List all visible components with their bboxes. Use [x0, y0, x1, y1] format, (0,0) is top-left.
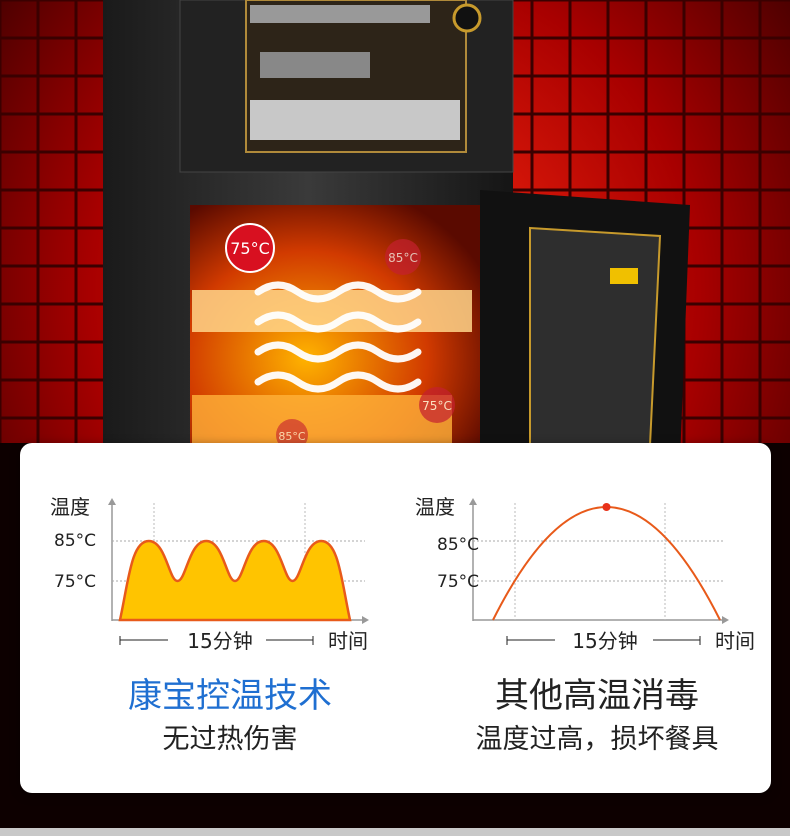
svg-text:85°C: 85°C	[388, 251, 418, 265]
left-tick-75: 75°C	[54, 572, 96, 592]
left-y-axis-label: 温度	[50, 495, 90, 519]
left-x-axis-arrow	[362, 616, 369, 624]
right-x-axis-label: 时间	[715, 629, 755, 653]
left-tick-85: 85°C	[54, 531, 96, 551]
right-temperature-curve	[492, 506, 721, 621]
right-x-axis-arrow	[722, 616, 729, 624]
temp-badge-1: 75°C	[225, 223, 275, 273]
left-x-axis-label: 时间	[328, 629, 368, 653]
right-subtitle: 温度过高，损坏餐具	[475, 724, 719, 755]
door-label	[610, 268, 638, 284]
comparison-card: 温度 85°C 75°C 15分钟 时间 温度 85°C 75°C	[20, 443, 771, 793]
temp-badge-3: 75°C	[419, 387, 455, 423]
svg-text:85°C: 85°C	[278, 430, 305, 443]
door-window	[529, 226, 662, 446]
right-title: 其他高温消毒	[495, 676, 699, 716]
heat-waves	[254, 281, 422, 393]
right-tick-75: 75°C	[437, 572, 479, 592]
right-y-axis-arrow	[469, 498, 477, 505]
left-x-span-label: 15分钟	[187, 629, 252, 653]
right-tick-85: 85°C	[437, 535, 479, 555]
right-chart: 温度 85°C 75°C 15分钟 时间	[415, 495, 755, 653]
svg-text:75°C: 75°C	[422, 399, 452, 413]
right-x-span-label: 15分钟	[572, 629, 637, 653]
left-title: 康宝控温技术	[128, 676, 332, 716]
temp-badge-2: 85°C	[385, 239, 421, 275]
control-knob	[452, 3, 482, 33]
left-temperature-area	[118, 539, 352, 622]
left-subtitle: 无过热伤害	[162, 724, 298, 755]
upper-dishes	[250, 5, 460, 140]
svg-text:75°C: 75°C	[230, 239, 270, 258]
left-chart: 温度 85°C 75°C 15分钟 时间	[50, 495, 369, 653]
right-y-axis-label: 温度	[415, 495, 455, 519]
right-peak-marker	[602, 503, 611, 511]
bottom-divider	[0, 828, 790, 836]
left-y-axis-arrow	[108, 498, 116, 505]
